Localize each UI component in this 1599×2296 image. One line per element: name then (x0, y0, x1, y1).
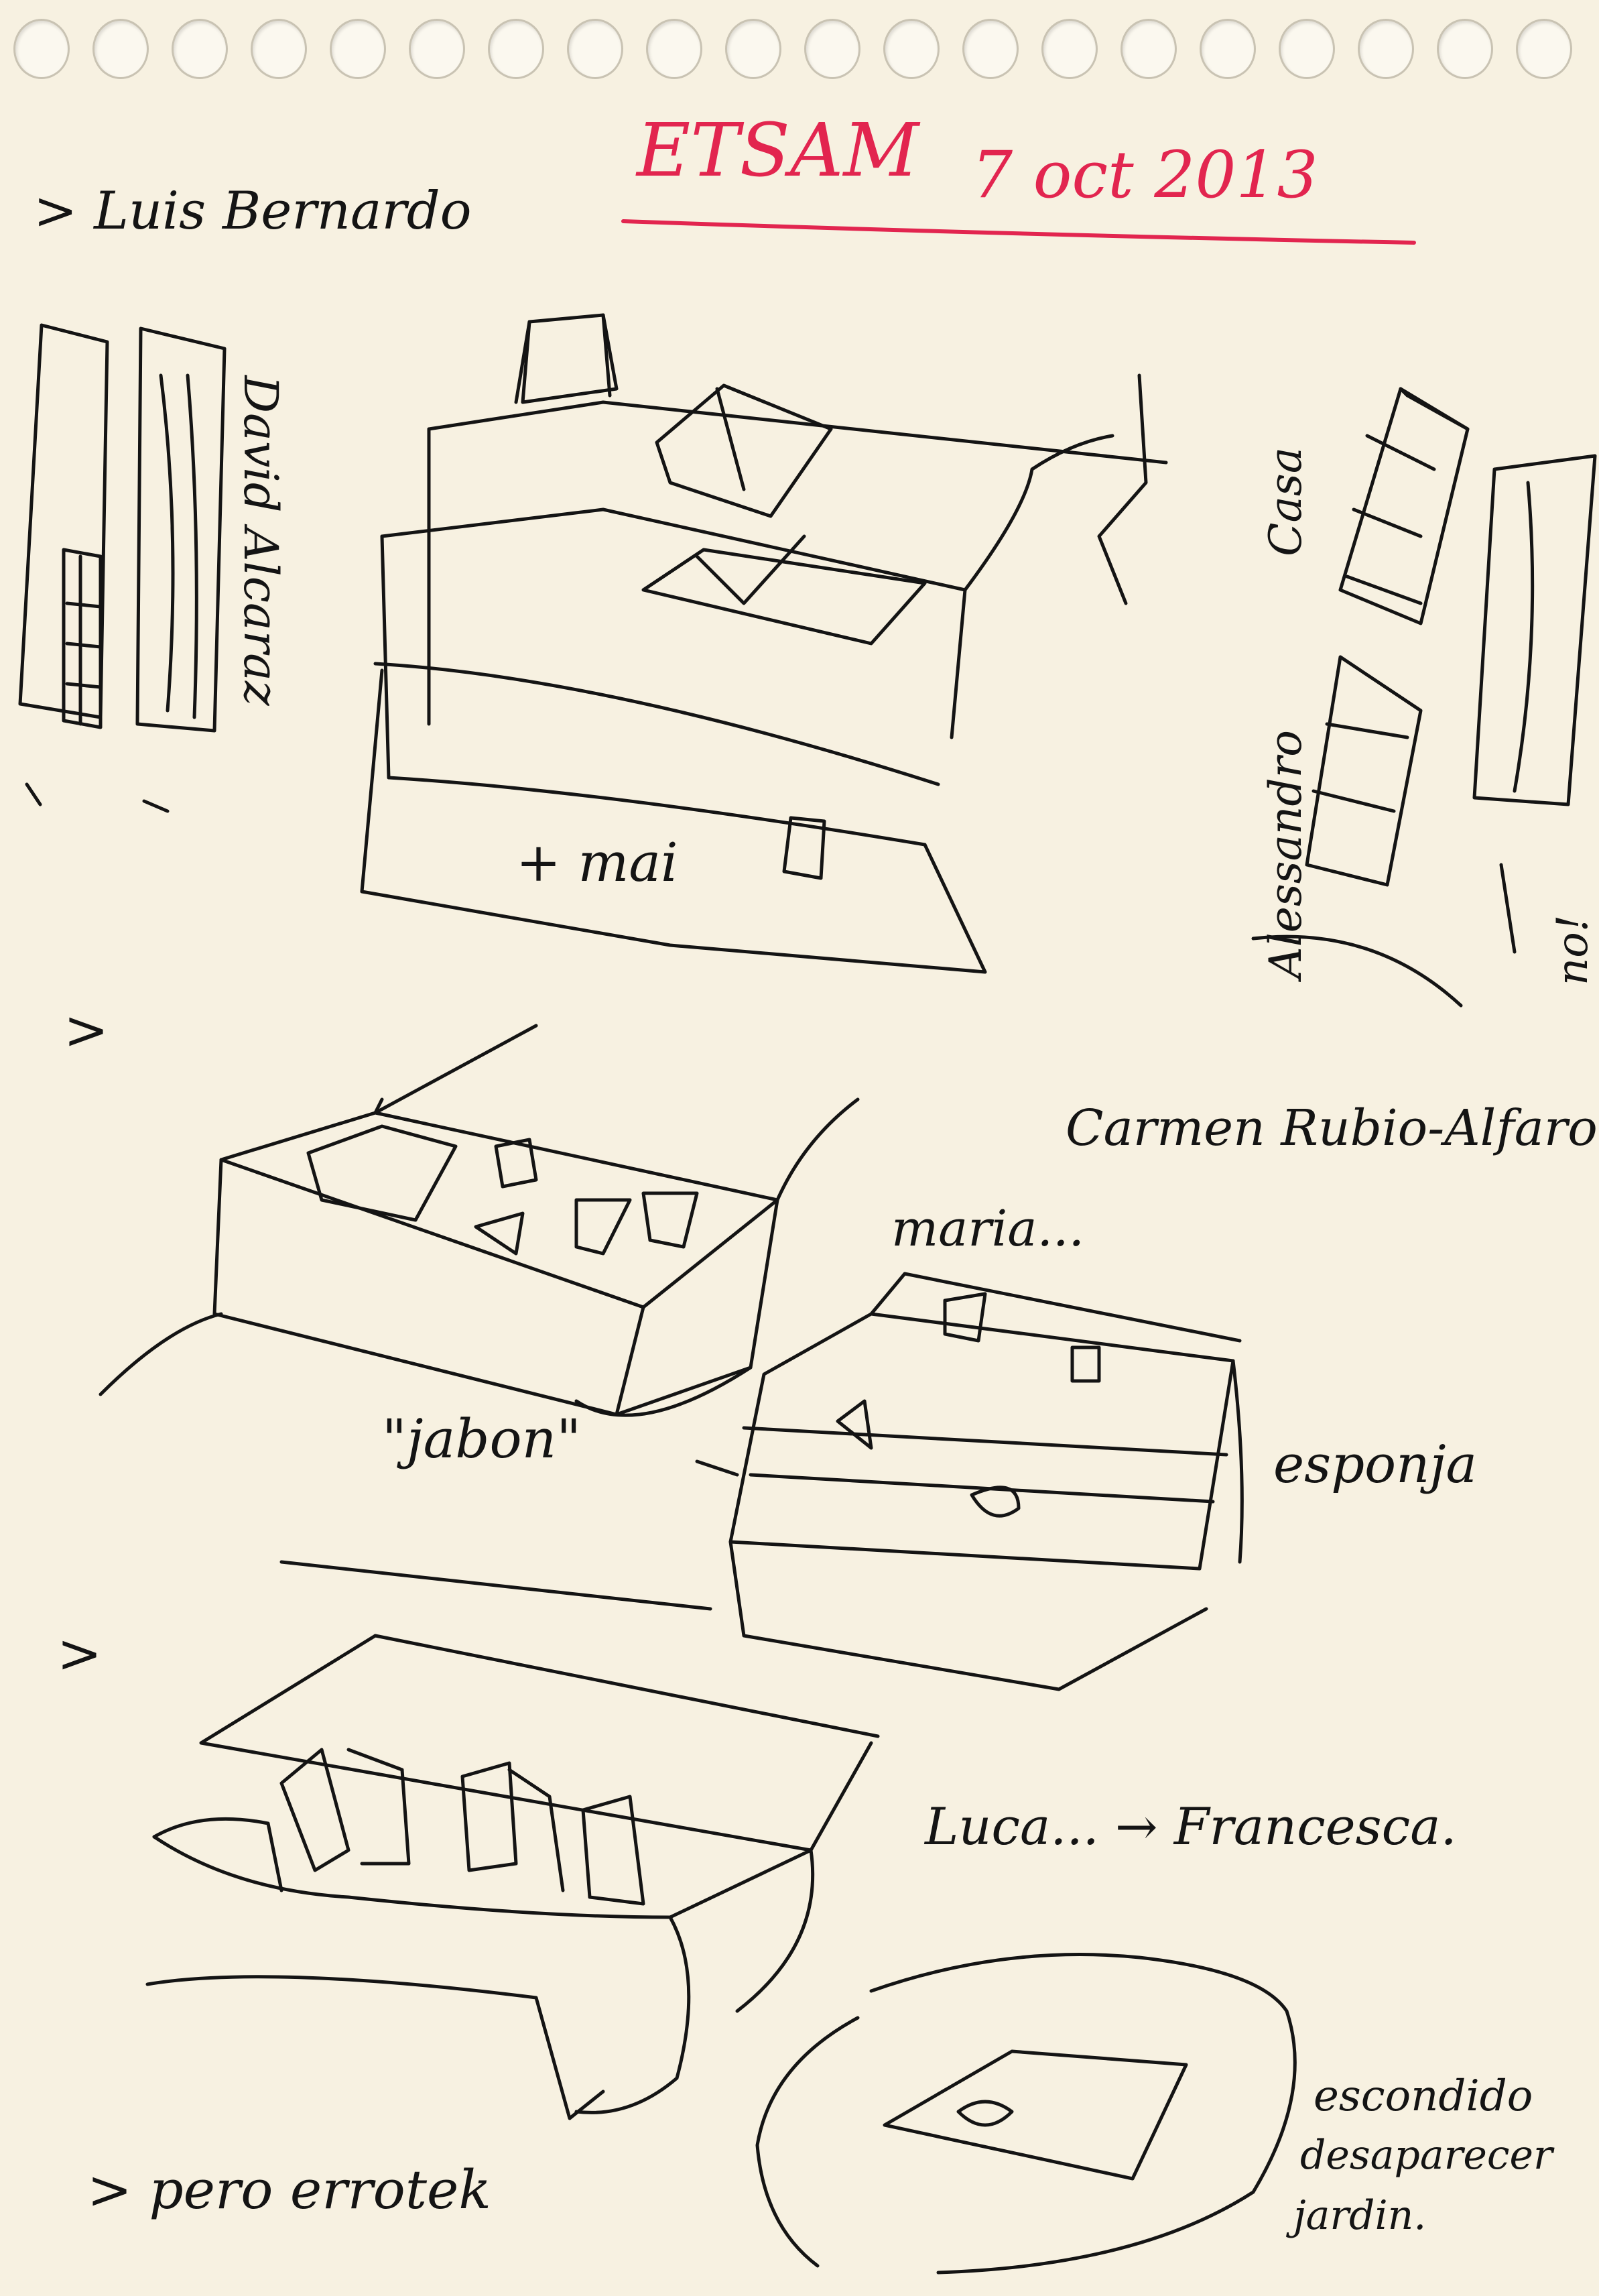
binding-hole (1200, 19, 1256, 79)
sketch-tall-blocks-right (1251, 387, 1597, 1008)
note-luis-bernardo: > Luis Bernardo (34, 181, 472, 241)
binding-hole (92, 19, 149, 79)
sketch-slab-esponja (695, 1272, 1244, 1691)
binding-hole (883, 19, 940, 79)
binding-hole (962, 19, 1019, 79)
note-desaparecer: desaparecer (1300, 2132, 1553, 2179)
binding-hole (172, 19, 228, 79)
sketch-tall-blocks-left (18, 323, 227, 813)
note-maria: maria... (891, 1200, 1085, 1258)
binding-hole (1358, 19, 1414, 79)
sketch-garden-plan (755, 1953, 1297, 2275)
note-esponja: esponja (1273, 1435, 1478, 1495)
binding-hole (409, 19, 465, 79)
binding-hole (251, 19, 307, 79)
note-jabon: "jabon" (382, 1408, 581, 1470)
binding-hole (1516, 19, 1572, 79)
binding-hole (1437, 19, 1493, 79)
title-etsam: ETSAM (637, 107, 919, 193)
bullet-arrow: > (64, 999, 109, 1061)
binding-hole (725, 19, 781, 79)
sketch-slab-jabon (99, 1024, 860, 1417)
binding-hole (1121, 19, 1177, 79)
note-david: David Alcaraz (233, 375, 288, 706)
note-no: no! (1548, 914, 1598, 985)
note-escondido: escondido (1314, 2071, 1533, 2121)
note-pero-errotek: > pero errotek (87, 2159, 491, 2221)
note-mai: + mai (516, 831, 678, 894)
binding-hole (1279, 19, 1335, 79)
title-underline (621, 219, 1416, 245)
note-luca-francesca: Luca... → Francesca. (925, 1797, 1457, 1856)
binding-hole (804, 19, 860, 79)
binding-hole (567, 19, 623, 79)
note-alessandro: Alessandro (1260, 730, 1312, 979)
binding-hole (330, 19, 386, 79)
sketch-building-center (360, 313, 1168, 974)
sketch-terrain-blocks (145, 1560, 880, 2120)
binding-hole (13, 19, 70, 79)
note-carmen: Carmen Rubio-Alfaro (1066, 1099, 1598, 1157)
note-jardin: jardin. (1293, 2192, 1427, 2239)
spiral-binding (0, 0, 1599, 87)
binding-hole (646, 19, 702, 79)
title-date: 7 oct 2013 (972, 137, 1318, 213)
binding-hole (488, 19, 544, 79)
binding-hole (1041, 19, 1098, 79)
bullet-arrow: > (57, 1622, 103, 1685)
note-casa: Casa (1260, 446, 1312, 556)
